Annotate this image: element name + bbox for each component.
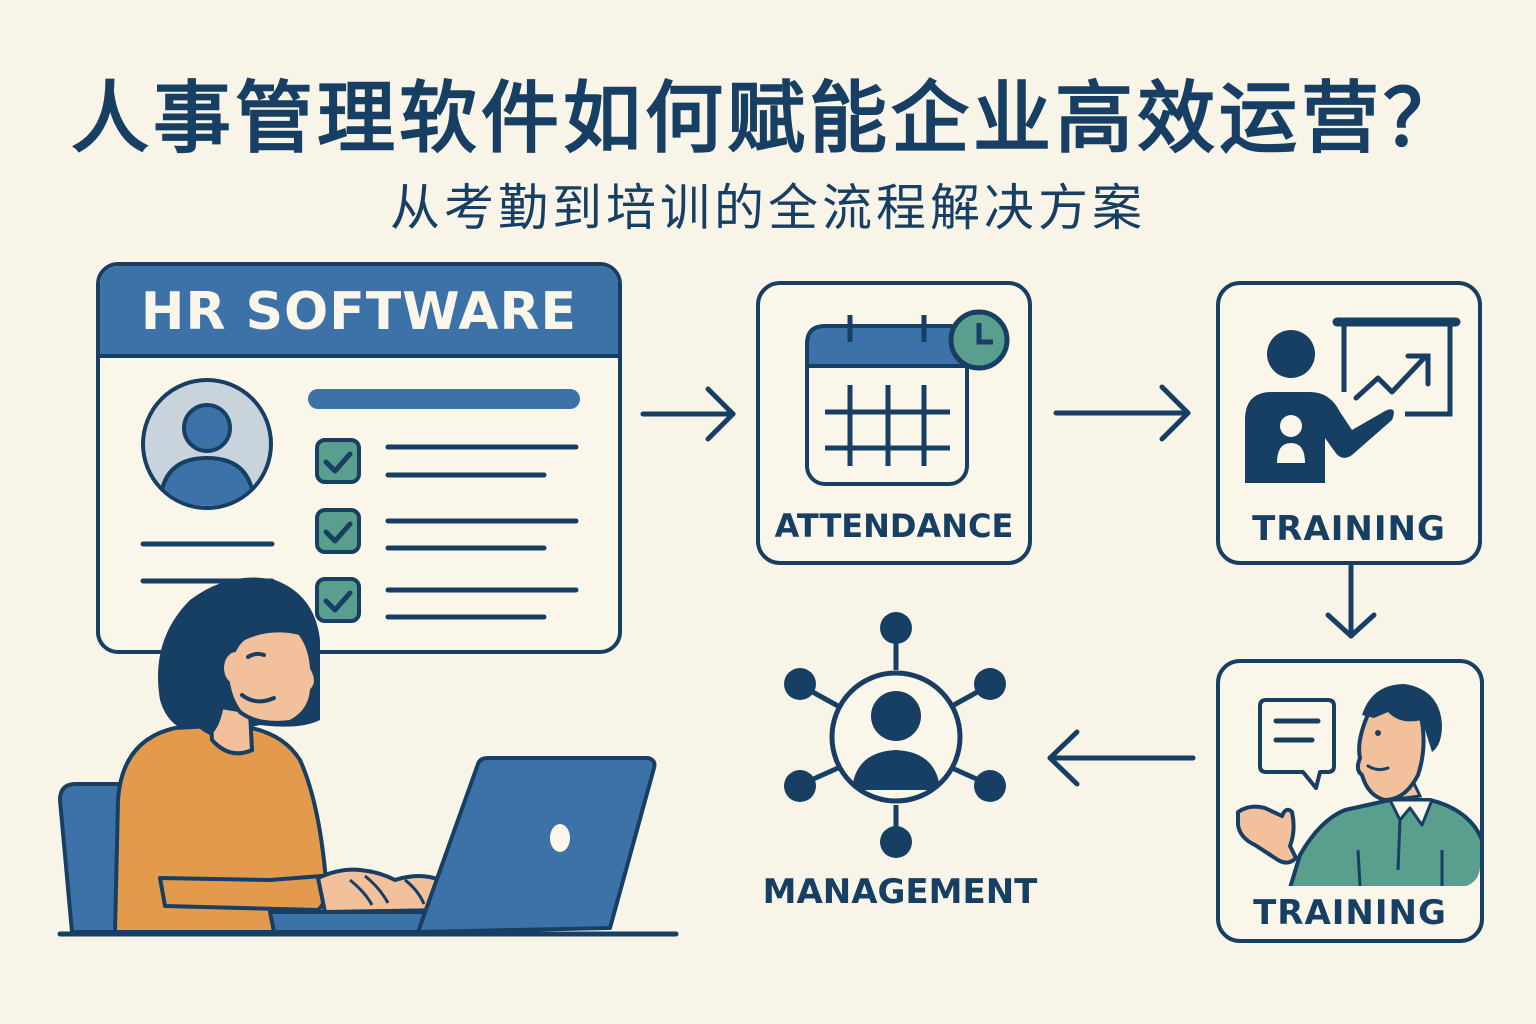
step-label: MANAGEMENT — [762, 872, 1038, 912]
step-label: TRAINING — [1252, 509, 1446, 549]
hr-software-titlebar: HR SOFTWARE — [100, 266, 618, 358]
step-label: ATTENDANCE — [774, 507, 1014, 545]
arrow-right-icon — [1053, 384, 1191, 442]
checkbox-checked-icon — [315, 508, 361, 554]
arrow-down-icon — [1325, 563, 1377, 639]
laptop-icon — [416, 756, 657, 934]
user-avatar-icon — [141, 378, 273, 510]
checkbox-checked-icon — [315, 438, 361, 484]
page-title: 人事管理软件如何赋能企业高效运营？ — [70, 74, 1465, 164]
step-management[interactable]: MANAGEMENT — [740, 600, 1060, 930]
checkbox-checked-icon — [315, 577, 361, 623]
hr-software-title: HR SOFTWARE — [140, 282, 578, 342]
arrow-left-icon — [1047, 729, 1196, 787]
page-subtitle: 从考勤到培训的全流程解决方案 — [390, 179, 1146, 237]
step-label: TRAINING — [1253, 893, 1447, 933]
arrow-right-icon — [640, 386, 736, 442]
